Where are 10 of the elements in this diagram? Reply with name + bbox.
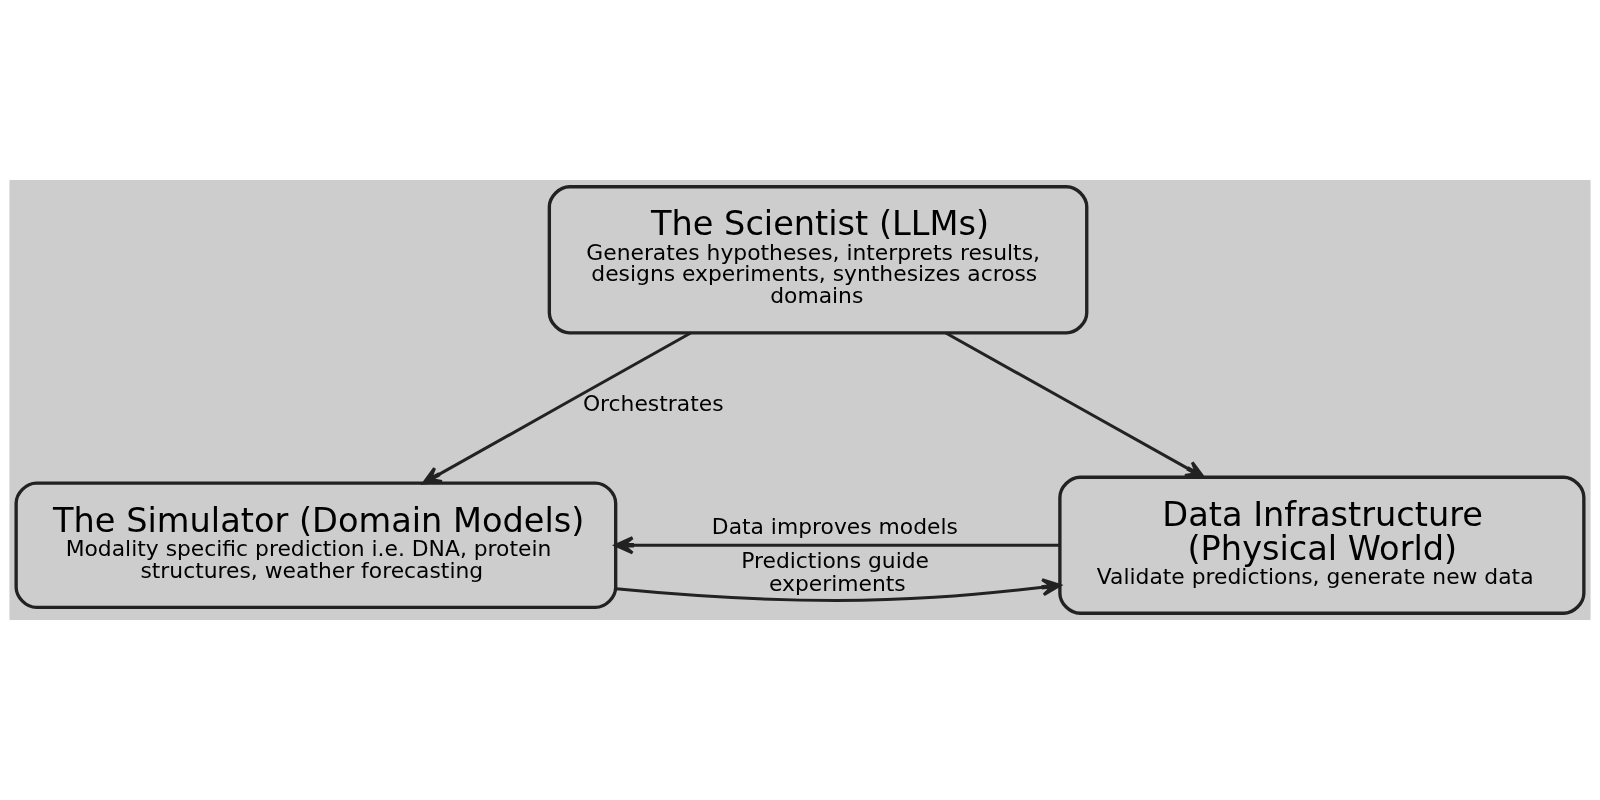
arrow bbox=[945, 331, 1205, 479]
arrow bbox=[422, 331, 692, 485]
edge-label: Orchestrates bbox=[582, 390, 724, 416]
node-box: The Simulator (Domain Models) Modality specific prediction i.e. DNA, protein structures, weather forecasting bbox=[14, 481, 618, 610]
node-box: The Scientist (LLMs) Generates hypotheses, interprets results, designs experiments, synthesizes across domains bbox=[547, 185, 1089, 335]
node-box: Data Infrastructure (Physical World) Validate predictions, generate new data bbox=[1058, 475, 1586, 615]
edge-label: Predictions guide experiments bbox=[741, 547, 930, 597]
arrow bbox=[616, 578, 1062, 602]
edge-label: Data improves models bbox=[711, 514, 958, 540]
arrow bbox=[614, 536, 1060, 555]
